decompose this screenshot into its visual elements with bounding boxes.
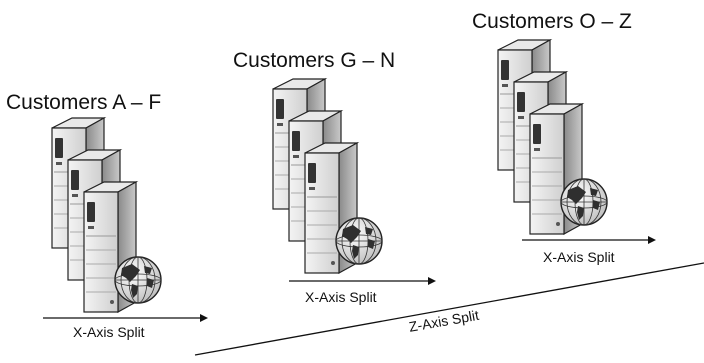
x-axis-label-2: X-Axis Split — [305, 289, 377, 305]
server-cluster-a-f — [52, 118, 161, 312]
x-axis-label-1: X-Axis Split — [73, 324, 145, 340]
server-cluster-g-n — [273, 79, 382, 273]
x-axis-arrow-1 — [43, 314, 208, 322]
group-title-o-z: Customers O – Z — [472, 10, 632, 33]
group-title-g-n: Customers G – N — [233, 49, 396, 72]
x-axis-arrow-3 — [522, 236, 656, 244]
z-axis-line — [194, 262, 704, 356]
x-axis-arrow-2 — [289, 277, 436, 285]
group-title-a-f: Customers A – F — [6, 91, 162, 114]
server-cluster-o-z — [498, 40, 607, 234]
x-axis-label-3: X-Axis Split — [543, 249, 615, 265]
